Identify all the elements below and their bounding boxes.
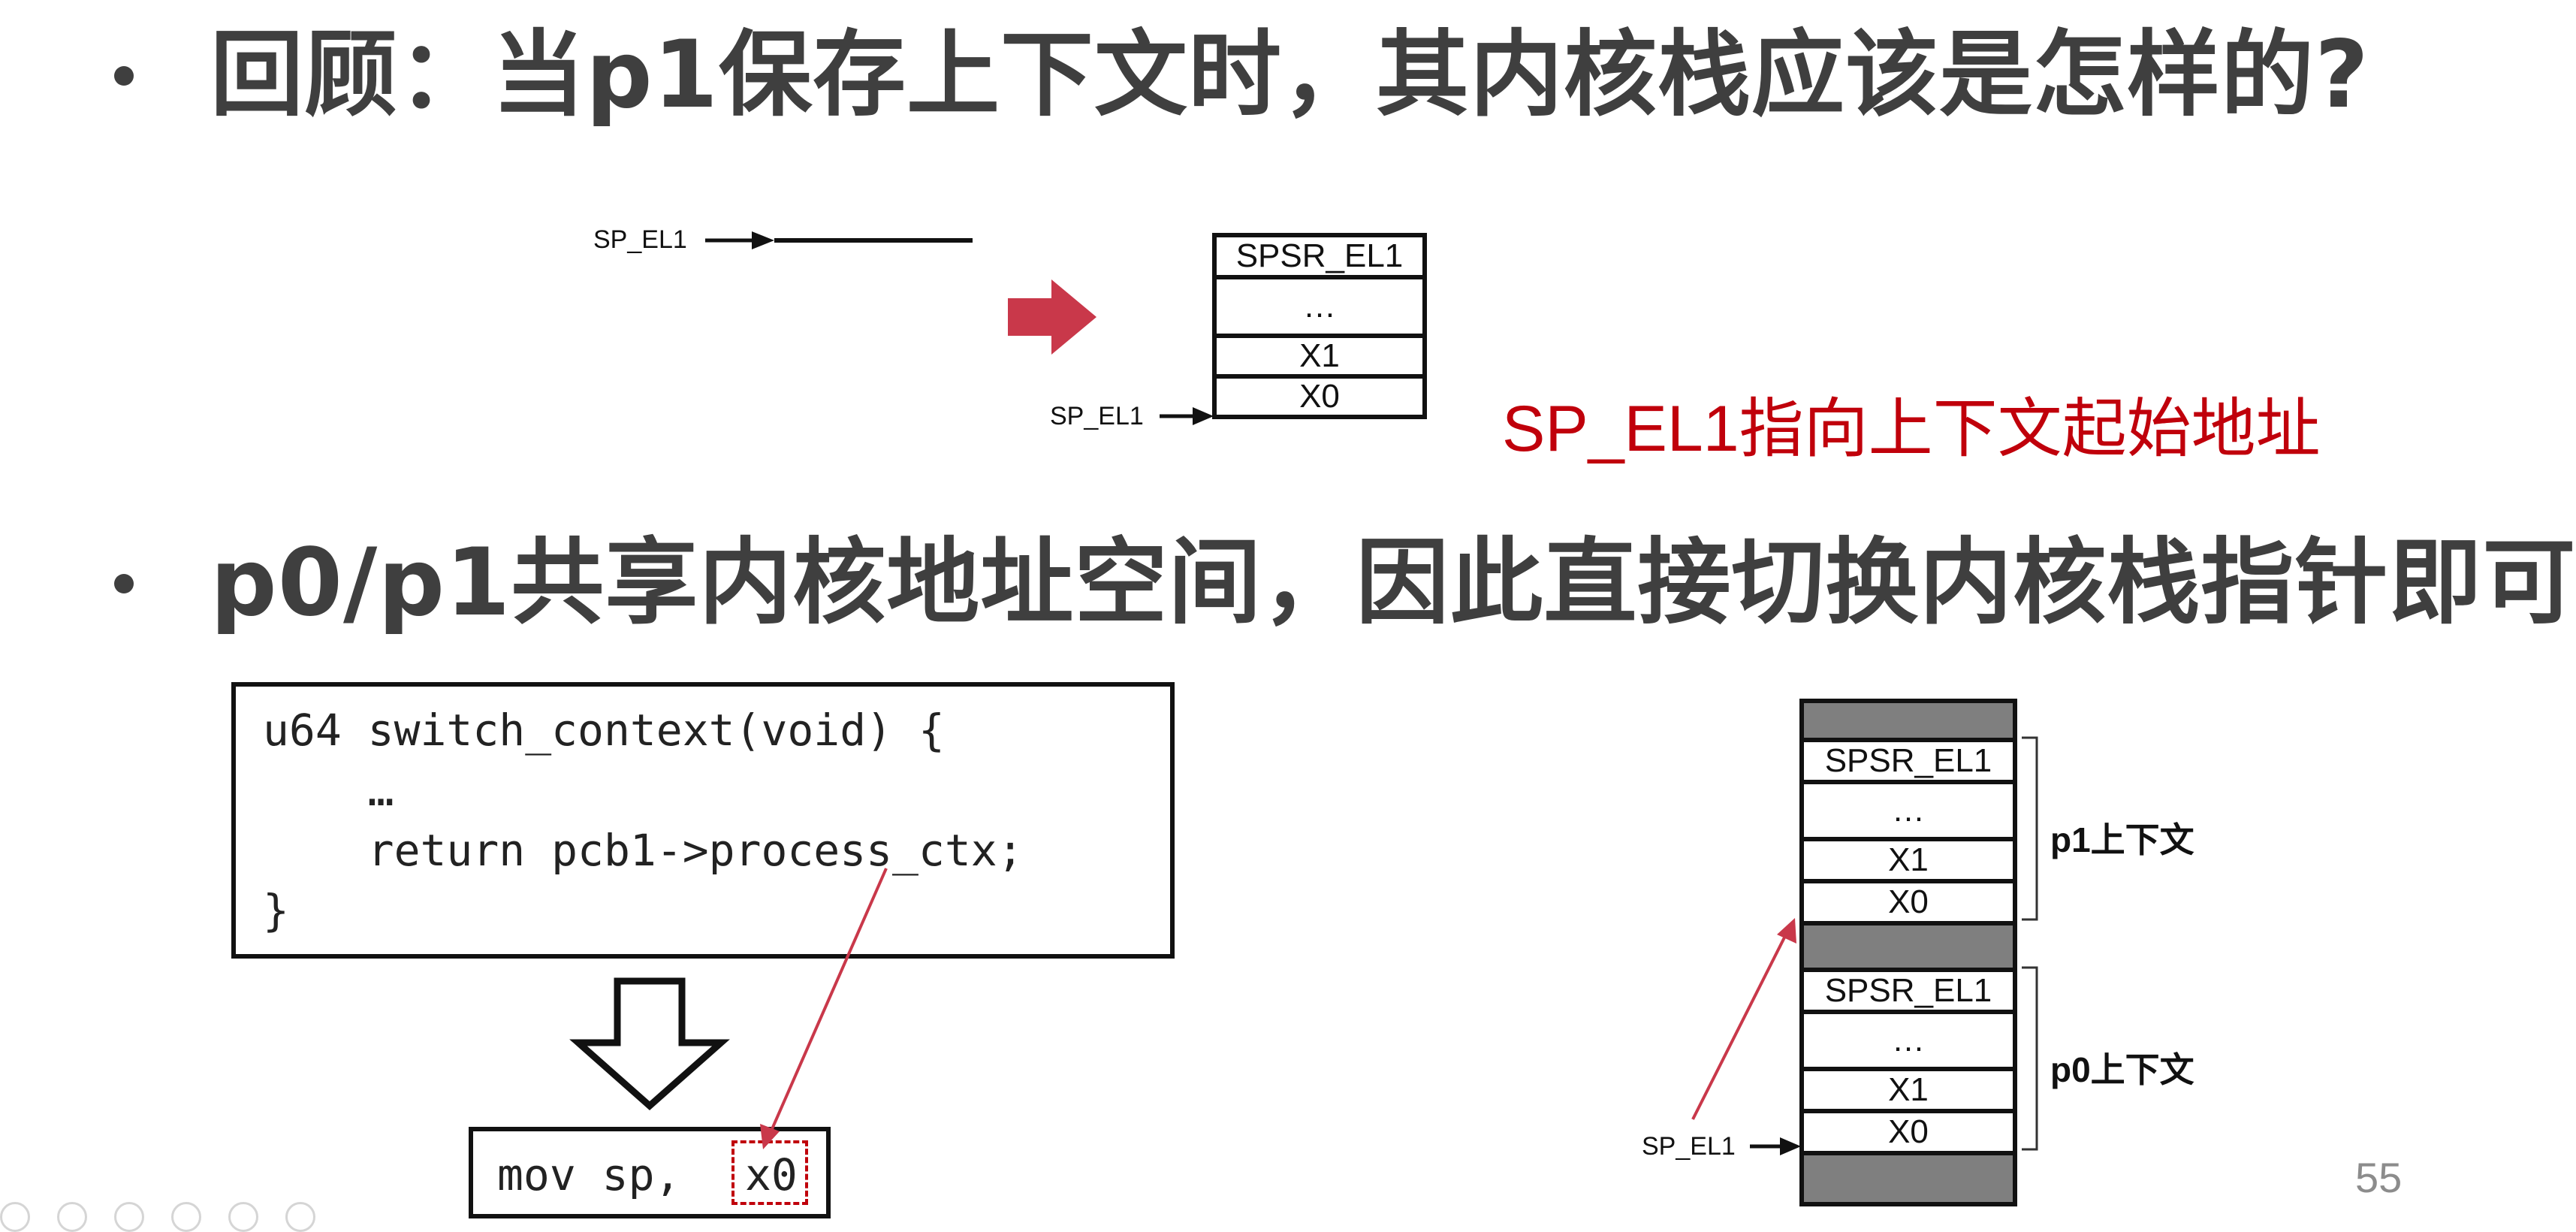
p0-context-label: p0上下文	[2050, 1050, 2194, 1089]
code-line-1: u64 switch_context(void) {	[263, 705, 945, 756]
p0-bracket	[2022, 966, 2038, 1151]
zoom-icon[interactable]	[228, 1202, 258, 1232]
code-line-4: }	[263, 885, 289, 936]
heading-switch-stack: p0/p1共享内核地址空间，因此直接切换内核栈指针即可	[210, 529, 2576, 637]
sp-el1-pointer-right	[1750, 1137, 1801, 1155]
p0-cell-ellipsis: …	[1804, 1014, 2013, 1071]
pen-icon[interactable]	[114, 1202, 144, 1232]
heading-review: 回顾：当p1保存上下文时，其内核栈应该是怎样的?	[210, 21, 2369, 129]
sp-el1-label-before: SP_EL1	[593, 225, 687, 254]
sp-el1-label-right: SP_EL1	[1642, 1132, 1736, 1161]
p1-cell-ellipsis: …	[1804, 784, 2013, 841]
stack-cell-x0: X0	[1299, 378, 1340, 415]
p0-cell-x1: X1	[1804, 1071, 2013, 1113]
bullet-dot-2	[114, 574, 134, 593]
code-line-2: …	[263, 765, 394, 816]
code-block: u64 switch_context(void) { … return pcb1…	[231, 682, 1175, 959]
sp-el1-note: SP_EL1指向上下文起始地址	[1502, 393, 2321, 465]
stack-grey-bottom	[1804, 1155, 2013, 1202]
p1-cell-x1: X1	[1804, 841, 2013, 883]
p1-context-label: p1上下文	[2050, 820, 2194, 859]
stack-cell-spsr: SPSR_EL1	[1217, 237, 1422, 279]
next-slide-icon[interactable]	[57, 1202, 87, 1232]
bullet-dot-1	[114, 66, 134, 86]
transition-arrow-icon	[1008, 279, 1096, 355]
p0-cell-x0: X0	[1804, 1113, 2013, 1155]
presentation-toolbar[interactable]	[0, 1202, 315, 1232]
p1-cell-spsr: SPSR_EL1	[1804, 742, 2013, 784]
asm-block: mov sp, x0	[469, 1127, 831, 1218]
p1-cell-x0: X0	[1804, 883, 2013, 926]
code-line-3: return pcb1->process_ctx;	[263, 825, 1024, 876]
sp-el1-label-after: SP_EL1	[1050, 402, 1144, 430]
stack-cell-ellipsis: …	[1217, 279, 1422, 338]
return-value-arrow	[760, 868, 888, 1149]
asm-register: x0	[745, 1149, 798, 1200]
stack-cell-x1: X1	[1217, 337, 1422, 379]
top-context-stack: SPSR_EL1 … X1 X0	[1212, 233, 1427, 419]
p0-cell-spsr: SPSR_EL1	[1804, 972, 2013, 1014]
kernel-stack: SPSR_EL1 … X1 X0 SPSR_EL1 … X1 X0	[1799, 699, 2017, 1206]
page-number: 55	[2355, 1154, 2403, 1201]
p1-bracket	[2022, 736, 2038, 921]
more-options-icon[interactable]	[285, 1202, 315, 1232]
stack-grey-top	[1804, 703, 2013, 742]
down-arrow-icon	[569, 977, 730, 1111]
slides-grid-icon[interactable]	[171, 1202, 201, 1232]
prev-slide-icon[interactable]	[0, 1202, 30, 1232]
switch-pointer-arrow	[1691, 918, 1796, 1120]
asm-prefix: mov sp,	[497, 1149, 707, 1200]
sp-el1-pointer-after	[1160, 407, 1214, 425]
sp-el1-pointer-before	[705, 231, 973, 249]
stack-grey-middle	[1804, 926, 2013, 972]
